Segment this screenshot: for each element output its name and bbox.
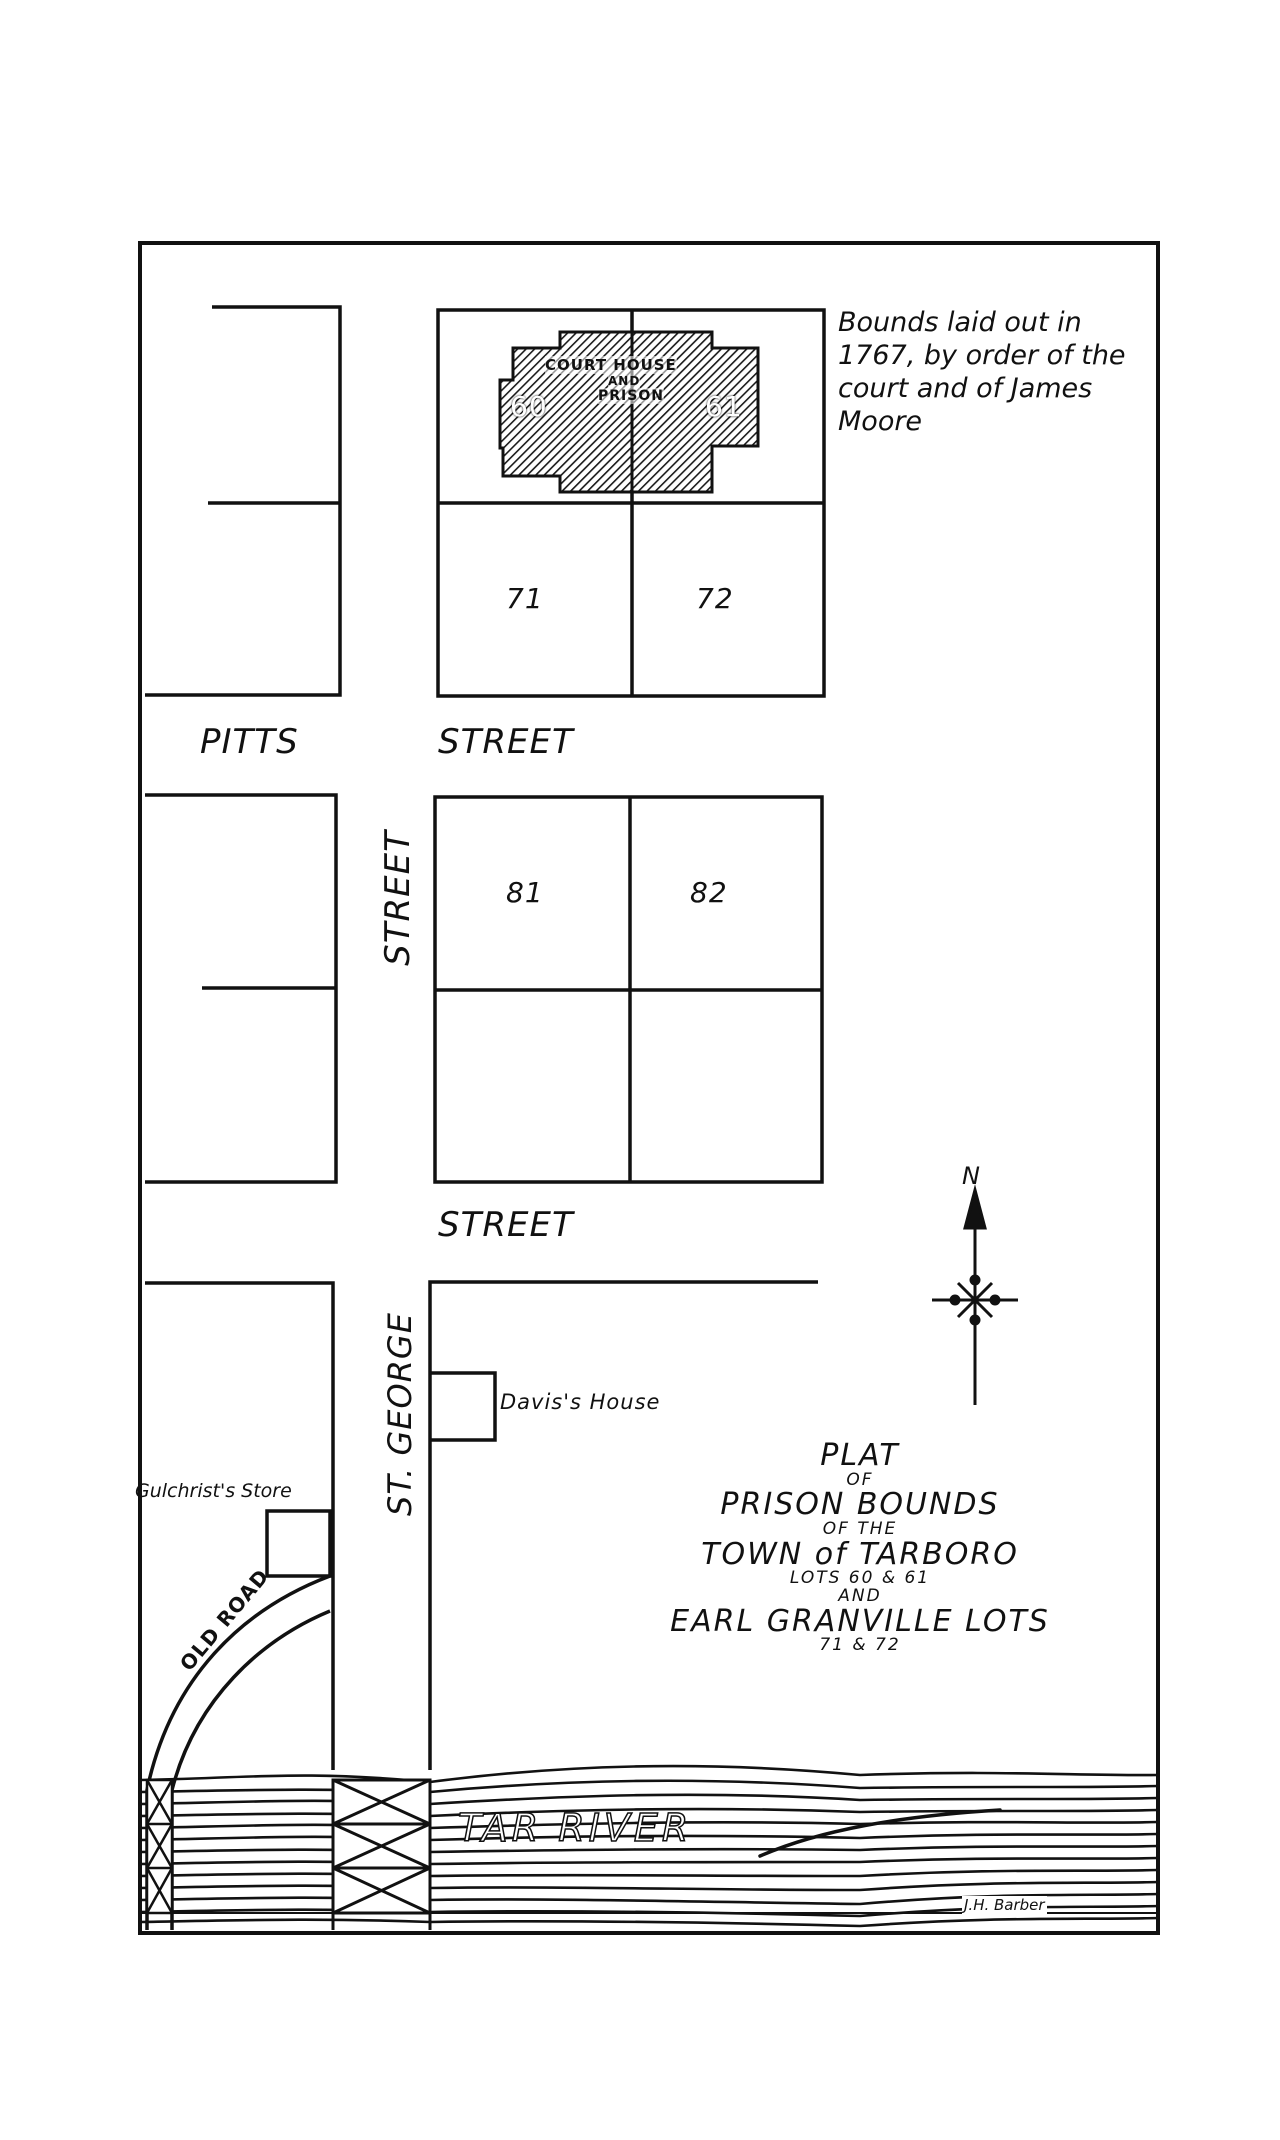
title-line-9: 71 & 72 bbox=[819, 1635, 901, 1656]
title-line-3: PRISON BOUNDS bbox=[720, 1487, 1000, 1523]
courthouse-label-line3: PRISON bbox=[598, 388, 664, 404]
st-george-street-label: ST. GEORGE bbox=[381, 1312, 419, 1516]
lot-61-label: 61 bbox=[705, 390, 743, 423]
old-road-bridge bbox=[145, 1778, 174, 1915]
old-road bbox=[145, 1574, 331, 1930]
lot-72-label: 72 bbox=[696, 582, 734, 615]
tar-river-label: TAR RIVER bbox=[457, 1805, 693, 1851]
title-line-2: OF bbox=[846, 1469, 874, 1490]
vertical-street-label: STREET bbox=[378, 830, 418, 966]
st-george-bridge bbox=[331, 1778, 432, 1930]
title-line-6: LOTS 60 & 61 bbox=[789, 1568, 931, 1589]
lot-82-label: 82 bbox=[690, 876, 728, 909]
lot-71-label: 71 bbox=[506, 582, 544, 615]
pitts-street-label-right: STREET bbox=[438, 722, 574, 762]
title-line-8: EARL GRANVILLE LOTS bbox=[670, 1603, 1050, 1639]
block-outlines bbox=[145, 305, 826, 1770]
lot-81-label: 81 bbox=[506, 876, 544, 909]
outer-frame bbox=[138, 241, 1160, 1935]
courthouse-label-line2: AND bbox=[608, 374, 641, 388]
lower-street-label: STREET bbox=[438, 1205, 574, 1245]
title-line-4: OF THE bbox=[822, 1518, 898, 1539]
title-line-5: TOWN of TARBORO bbox=[701, 1536, 1019, 1572]
title-line-7: AND bbox=[838, 1586, 882, 1607]
compass-rose-icon bbox=[932, 1184, 1018, 1405]
pitts-street-label-left: PITTS bbox=[200, 722, 299, 762]
bounds-note: Bounds laid out in 1767, by order of the… bbox=[838, 307, 1126, 437]
plat-title-block: PLAT OF PRISON BOUNDS OF THE TOWN of TAR… bbox=[600, 1440, 1120, 1655]
lot-60-label: 60 bbox=[510, 390, 548, 423]
davis-house-label: Davis's House bbox=[500, 1390, 661, 1414]
courthouse-label-line1: COURT HOUSE bbox=[545, 356, 677, 374]
compass-north-label: N bbox=[962, 1162, 981, 1190]
gilchrist-store-label: Gulchrist's Store bbox=[135, 1480, 292, 1502]
tar-river bbox=[138, 1764, 1160, 1928]
artist-signature: J.H. Barber bbox=[962, 1896, 1047, 1914]
title-line-1: PLAT bbox=[820, 1438, 900, 1473]
